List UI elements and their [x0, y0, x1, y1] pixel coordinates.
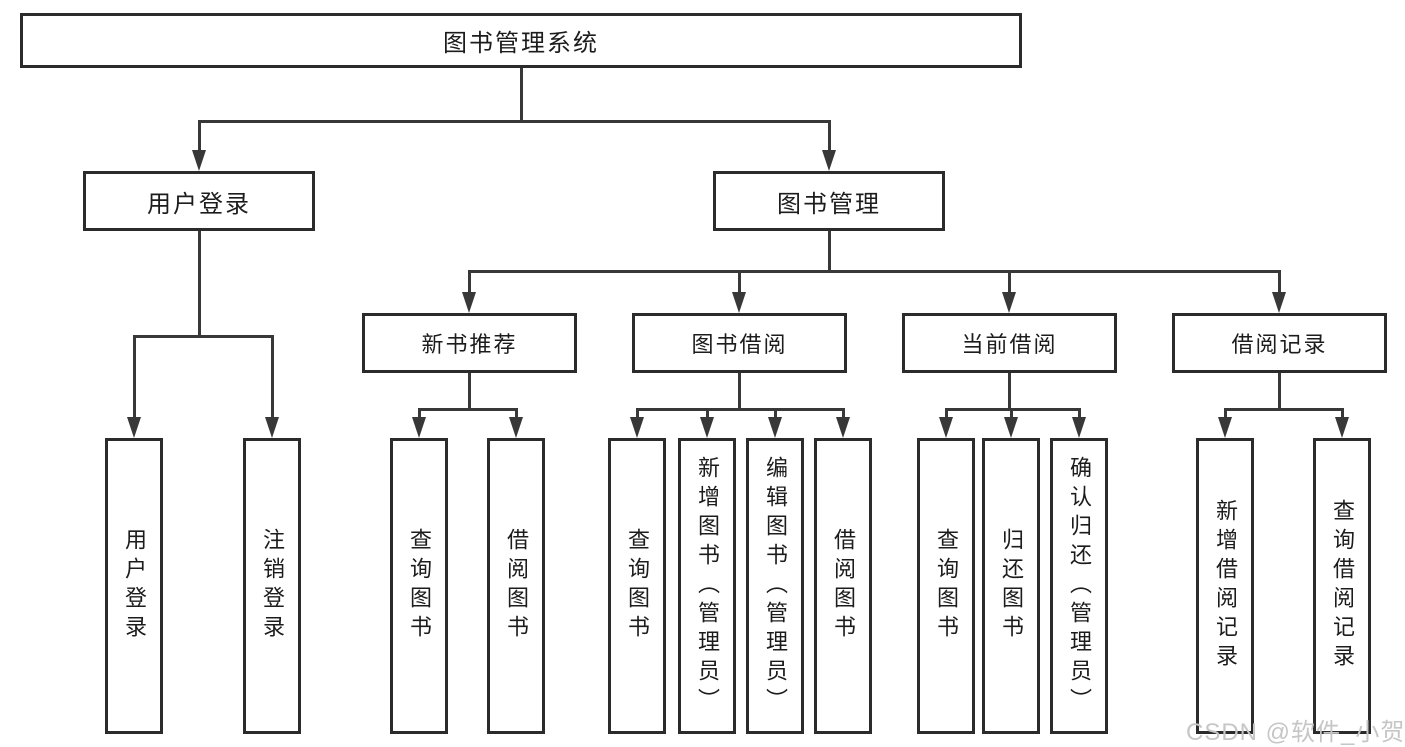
connector-book-borrowing-bar — [636, 408, 845, 411]
node-bb-add-books-admin: 新增图书（管理员） — [678, 438, 736, 734]
connector-drop-bb-edit-books — [774, 408, 777, 417]
connector-new-book-recommend-bar — [418, 408, 518, 411]
arrowhead-bb-add-books — [700, 417, 714, 438]
arrowhead-cb-query-books — [939, 417, 953, 438]
node-user-login: 用户登录 — [83, 171, 315, 231]
node-user-login-leaf: 用户登录 — [105, 438, 163, 734]
arrowhead-nbr-query-books — [412, 417, 426, 438]
node-logout: 注销登录 — [243, 438, 301, 734]
node-book-borrowing: 图书借阅 — [632, 313, 847, 373]
node-cb-return-books: 归还图书 — [982, 438, 1040, 734]
connector-current-borrowing-bar — [945, 408, 1081, 411]
connector-drop-current-borrowing — [1008, 270, 1011, 292]
connector-current-borrowing-stem — [1008, 373, 1011, 410]
connector-drop-logout — [271, 335, 274, 417]
connector-user-login-stem — [198, 231, 201, 337]
arrowhead-bb-borrow-books — [836, 417, 850, 438]
arrowhead-book-management — [822, 150, 836, 171]
connector-drop-br-add-record — [1224, 408, 1227, 417]
connector-drop-nbr-query-books — [418, 408, 421, 417]
arrowhead-user-login — [192, 150, 206, 171]
connector-drop-borrowing-records — [1278, 270, 1281, 292]
connector-drop-new-book-recommend — [468, 270, 471, 292]
connector-drop-cb-query-books — [945, 408, 948, 417]
connector-root-stem — [520, 68, 523, 122]
arrowhead-borrowing-records — [1272, 292, 1286, 313]
node-bb-query-books: 查询图书 — [608, 438, 666, 734]
arrowhead-br-add-record — [1218, 417, 1232, 438]
connector-drop-book-borrowing — [738, 270, 741, 292]
connector-drop-bb-query-books — [636, 408, 639, 417]
node-nbr-query-books: 查询图书 — [390, 438, 448, 734]
arrowhead-br-query-record — [1335, 417, 1349, 438]
node-cb-query-books: 查询图书 — [917, 438, 975, 734]
node-br-query-record: 查询借阅记录 — [1313, 438, 1371, 734]
arrowhead-user-login-leaf — [127, 417, 141, 438]
connector-level2-bar — [198, 120, 831, 123]
connector-drop-bb-borrow-books — [842, 408, 845, 417]
connector-drop-user-login — [198, 120, 201, 150]
connector-borrowing-records-bar — [1224, 408, 1344, 411]
arrowhead-new-book-recommend — [462, 292, 476, 313]
csdn-watermark: CSDN @软件_小贺同学 — [1186, 719, 1405, 746]
arrowhead-bb-edit-books — [768, 417, 782, 438]
arrowhead-book-borrowing — [732, 292, 746, 313]
arrowhead-cb-confirm-return — [1072, 417, 1086, 438]
connector-drop-user-login-leaf — [133, 335, 136, 417]
connector-level3-bar — [468, 270, 1281, 273]
node-new-book-recommend: 新书推荐 — [362, 313, 577, 373]
node-bb-edit-books-admin: 编辑图书（管理员） — [746, 438, 804, 734]
connector-drop-cb-confirm-return — [1078, 408, 1081, 417]
arrowhead-cb-return-books — [1004, 417, 1018, 438]
arrowhead-logout — [265, 417, 279, 438]
connector-user-login-bar — [133, 335, 274, 338]
connector-book-borrowing-stem — [738, 373, 741, 410]
node-borrowing-records: 借阅记录 — [1172, 313, 1387, 373]
arrowhead-bb-query-books — [630, 417, 644, 438]
node-root: 图书管理系统 — [20, 13, 1022, 68]
connector-borrowing-records-stem — [1278, 373, 1281, 410]
node-book-management: 图书管理 — [713, 171, 945, 231]
node-bb-borrow-books: 借阅图书 — [814, 438, 872, 734]
connector-drop-bb-add-books — [706, 408, 709, 417]
connector-book-management-stem — [828, 231, 831, 272]
arrowhead-current-borrowing — [1002, 292, 1016, 313]
node-br-add-record: 新增借阅记录 — [1196, 438, 1254, 734]
connector-drop-nbr-borrow-books — [515, 408, 518, 417]
connector-new-book-recommend-stem — [468, 373, 471, 410]
node-cb-confirm-return-admin: 确认归还（管理员） — [1050, 438, 1108, 734]
node-current-borrowing: 当前借阅 — [902, 313, 1117, 373]
connector-drop-cb-return-books — [1010, 408, 1013, 417]
arrowhead-nbr-borrow-books — [509, 417, 523, 438]
connector-drop-br-query-record — [1341, 408, 1344, 417]
node-nbr-borrow-books: 借阅图书 — [487, 438, 545, 734]
connector-drop-book-management — [828, 120, 831, 150]
